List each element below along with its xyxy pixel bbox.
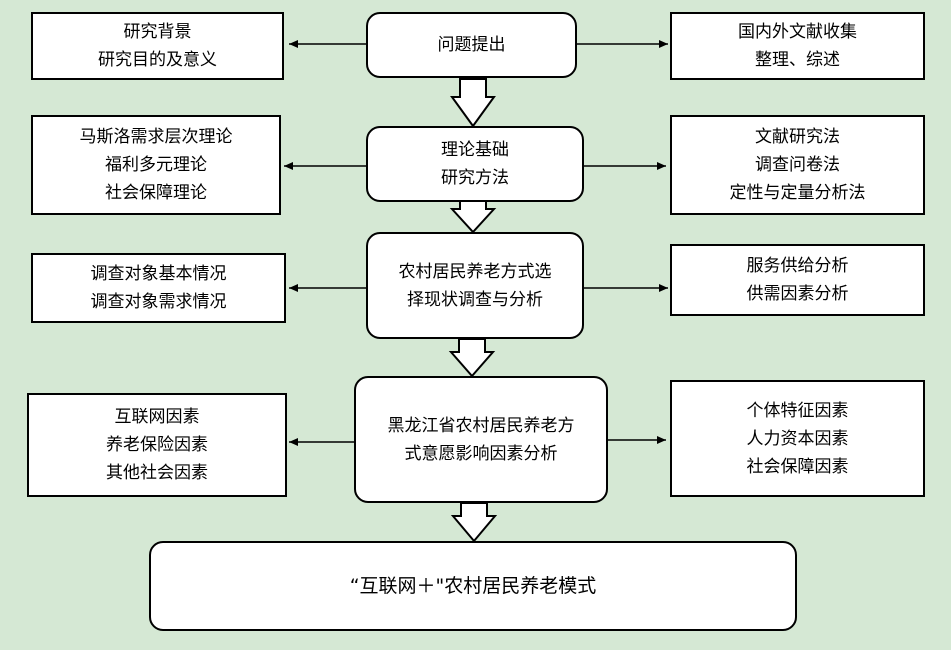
right-note-1-line-1: 国内外文献收集 (738, 22, 857, 42)
step-theory: 理论基础 研究方法 (366, 126, 584, 202)
step-theory-line-1: 理论基础 (441, 140, 509, 160)
left-note-2-line-3: 社会保障理论 (105, 183, 207, 203)
block-arrow-down-2 (449, 200, 497, 234)
step-status-line-1: 农村居民养老方式选 (398, 261, 552, 282)
step-factors-line-1: 黑龙江省农村居民养老方 (387, 415, 575, 436)
block-arrow-down-3 (448, 338, 496, 378)
right-note-3: 服务供给分析 供需因素分析 (670, 244, 925, 316)
step-problem: 问题提出 (366, 12, 577, 78)
left-note-1-line-1: 研究背景 (123, 22, 192, 42)
right-note-4-line-2: 人力资本因素 (746, 428, 849, 449)
right-note-4-line-1: 个体特征因素 (746, 400, 849, 421)
left-note-4: 互联网因素 养老保险因素 其他社会因素 (27, 393, 287, 497)
left-note-4-line-3: 其他社会因素 (106, 463, 208, 483)
left-note-2-line-1: 马斯洛需求层次理论 (79, 127, 233, 147)
final-outcome: “互联网＋"农村居民养老模式 (149, 541, 797, 631)
step-factors-line-2: 式意愿影响因素分析 (404, 443, 558, 464)
block-arrow-down-1 (450, 78, 496, 128)
right-note-2: 文献研究法 调查问卷法 定性与定量分析法 (670, 115, 925, 215)
block-arrow-down-4 (450, 502, 498, 543)
right-note-1: 国内外文献收集 整理、综述 (670, 12, 925, 80)
step-status: 农村居民养老方式选 择现状调查与分析 (366, 232, 584, 339)
step-theory-line-2: 研究方法 (441, 168, 509, 188)
step-status-line-2: 择现状调查与分析 (407, 289, 543, 310)
left-note-1-line-2: 研究目的及意义 (98, 50, 217, 70)
right-note-3-line-1: 服务供给分析 (746, 256, 849, 276)
step-problem-line-1: 问题提出 (437, 35, 506, 55)
left-note-3-line-1: 调查对象基本情况 (90, 264, 227, 284)
left-note-2: 马斯洛需求层次理论 福利多元理论 社会保障理论 (31, 115, 281, 215)
right-note-2-line-1: 文献研究法 (755, 127, 840, 147)
left-note-4-line-1: 互联网因素 (114, 407, 200, 427)
left-note-3-line-2: 调查对象需求情况 (90, 292, 227, 312)
right-note-4-line-3: 社会保障因素 (746, 456, 849, 477)
right-note-1-line-2: 整理、综述 (755, 50, 840, 70)
right-note-2-line-3: 定性与定量分析法 (729, 183, 866, 203)
left-note-3: 调查对象基本情况 调查对象需求情况 (31, 253, 286, 323)
final-outcome-line-1: “互联网＋"农村居民养老模式 (349, 575, 597, 597)
left-note-1: 研究背景 研究目的及意义 (31, 12, 284, 80)
left-note-2-line-2: 福利多元理论 (105, 155, 207, 175)
right-note-4: 个体特征因素 人力资本因素 社会保障因素 (670, 380, 925, 497)
right-note-3-line-2: 供需因素分析 (746, 284, 849, 304)
left-note-4-line-2: 养老保险因素 (106, 435, 208, 455)
right-note-2-line-2: 调查问卷法 (755, 155, 840, 175)
step-factors: 黑龙江省农村居民养老方 式意愿影响因素分析 (354, 376, 608, 503)
